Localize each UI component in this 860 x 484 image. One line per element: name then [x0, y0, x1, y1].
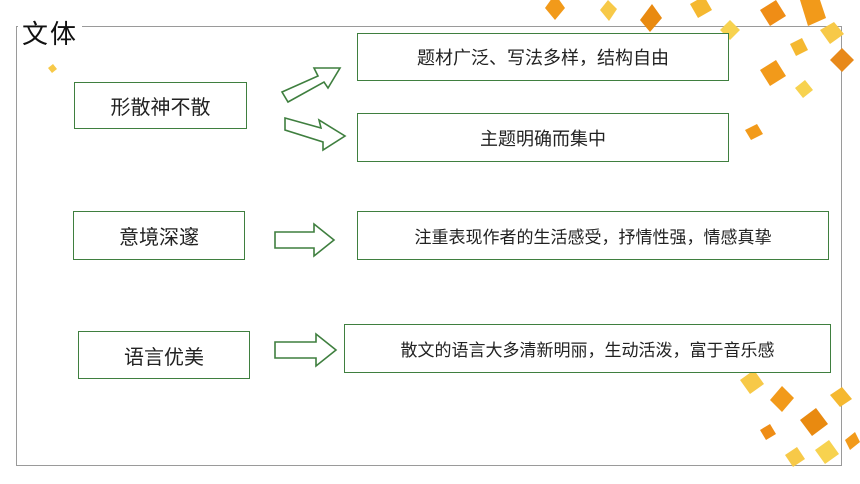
arrow-right-icon	[274, 222, 336, 258]
content-frame	[16, 26, 842, 466]
detail-box-shenghuo: 注重表现作者的生活感受，抒情性强，情感真挚	[357, 211, 829, 260]
detail-box-zhuti: 主题明确而集中	[357, 113, 729, 162]
feature-box-yijing: 意境深邃	[73, 211, 245, 260]
leaf-cluster-top-right	[545, 0, 854, 140]
detail-box-yuyan: 散文的语言大多清新明丽，生动活泼，富于音乐感	[344, 324, 831, 373]
feature-box-yuyan: 语言优美	[78, 331, 250, 379]
feature-box-xingsan: 形散神不散	[74, 82, 247, 129]
arrow-down-right-icon	[284, 116, 347, 152]
arrow-up-right-icon	[280, 67, 342, 104]
leaf-small-left	[48, 64, 57, 73]
leaf-cluster-bottom-right	[740, 370, 860, 467]
arrow-right-icon	[274, 332, 338, 368]
page-title: 文体	[18, 14, 83, 51]
detail-box-ticai: 题材广泛、写法多样，结构自由	[357, 33, 729, 81]
